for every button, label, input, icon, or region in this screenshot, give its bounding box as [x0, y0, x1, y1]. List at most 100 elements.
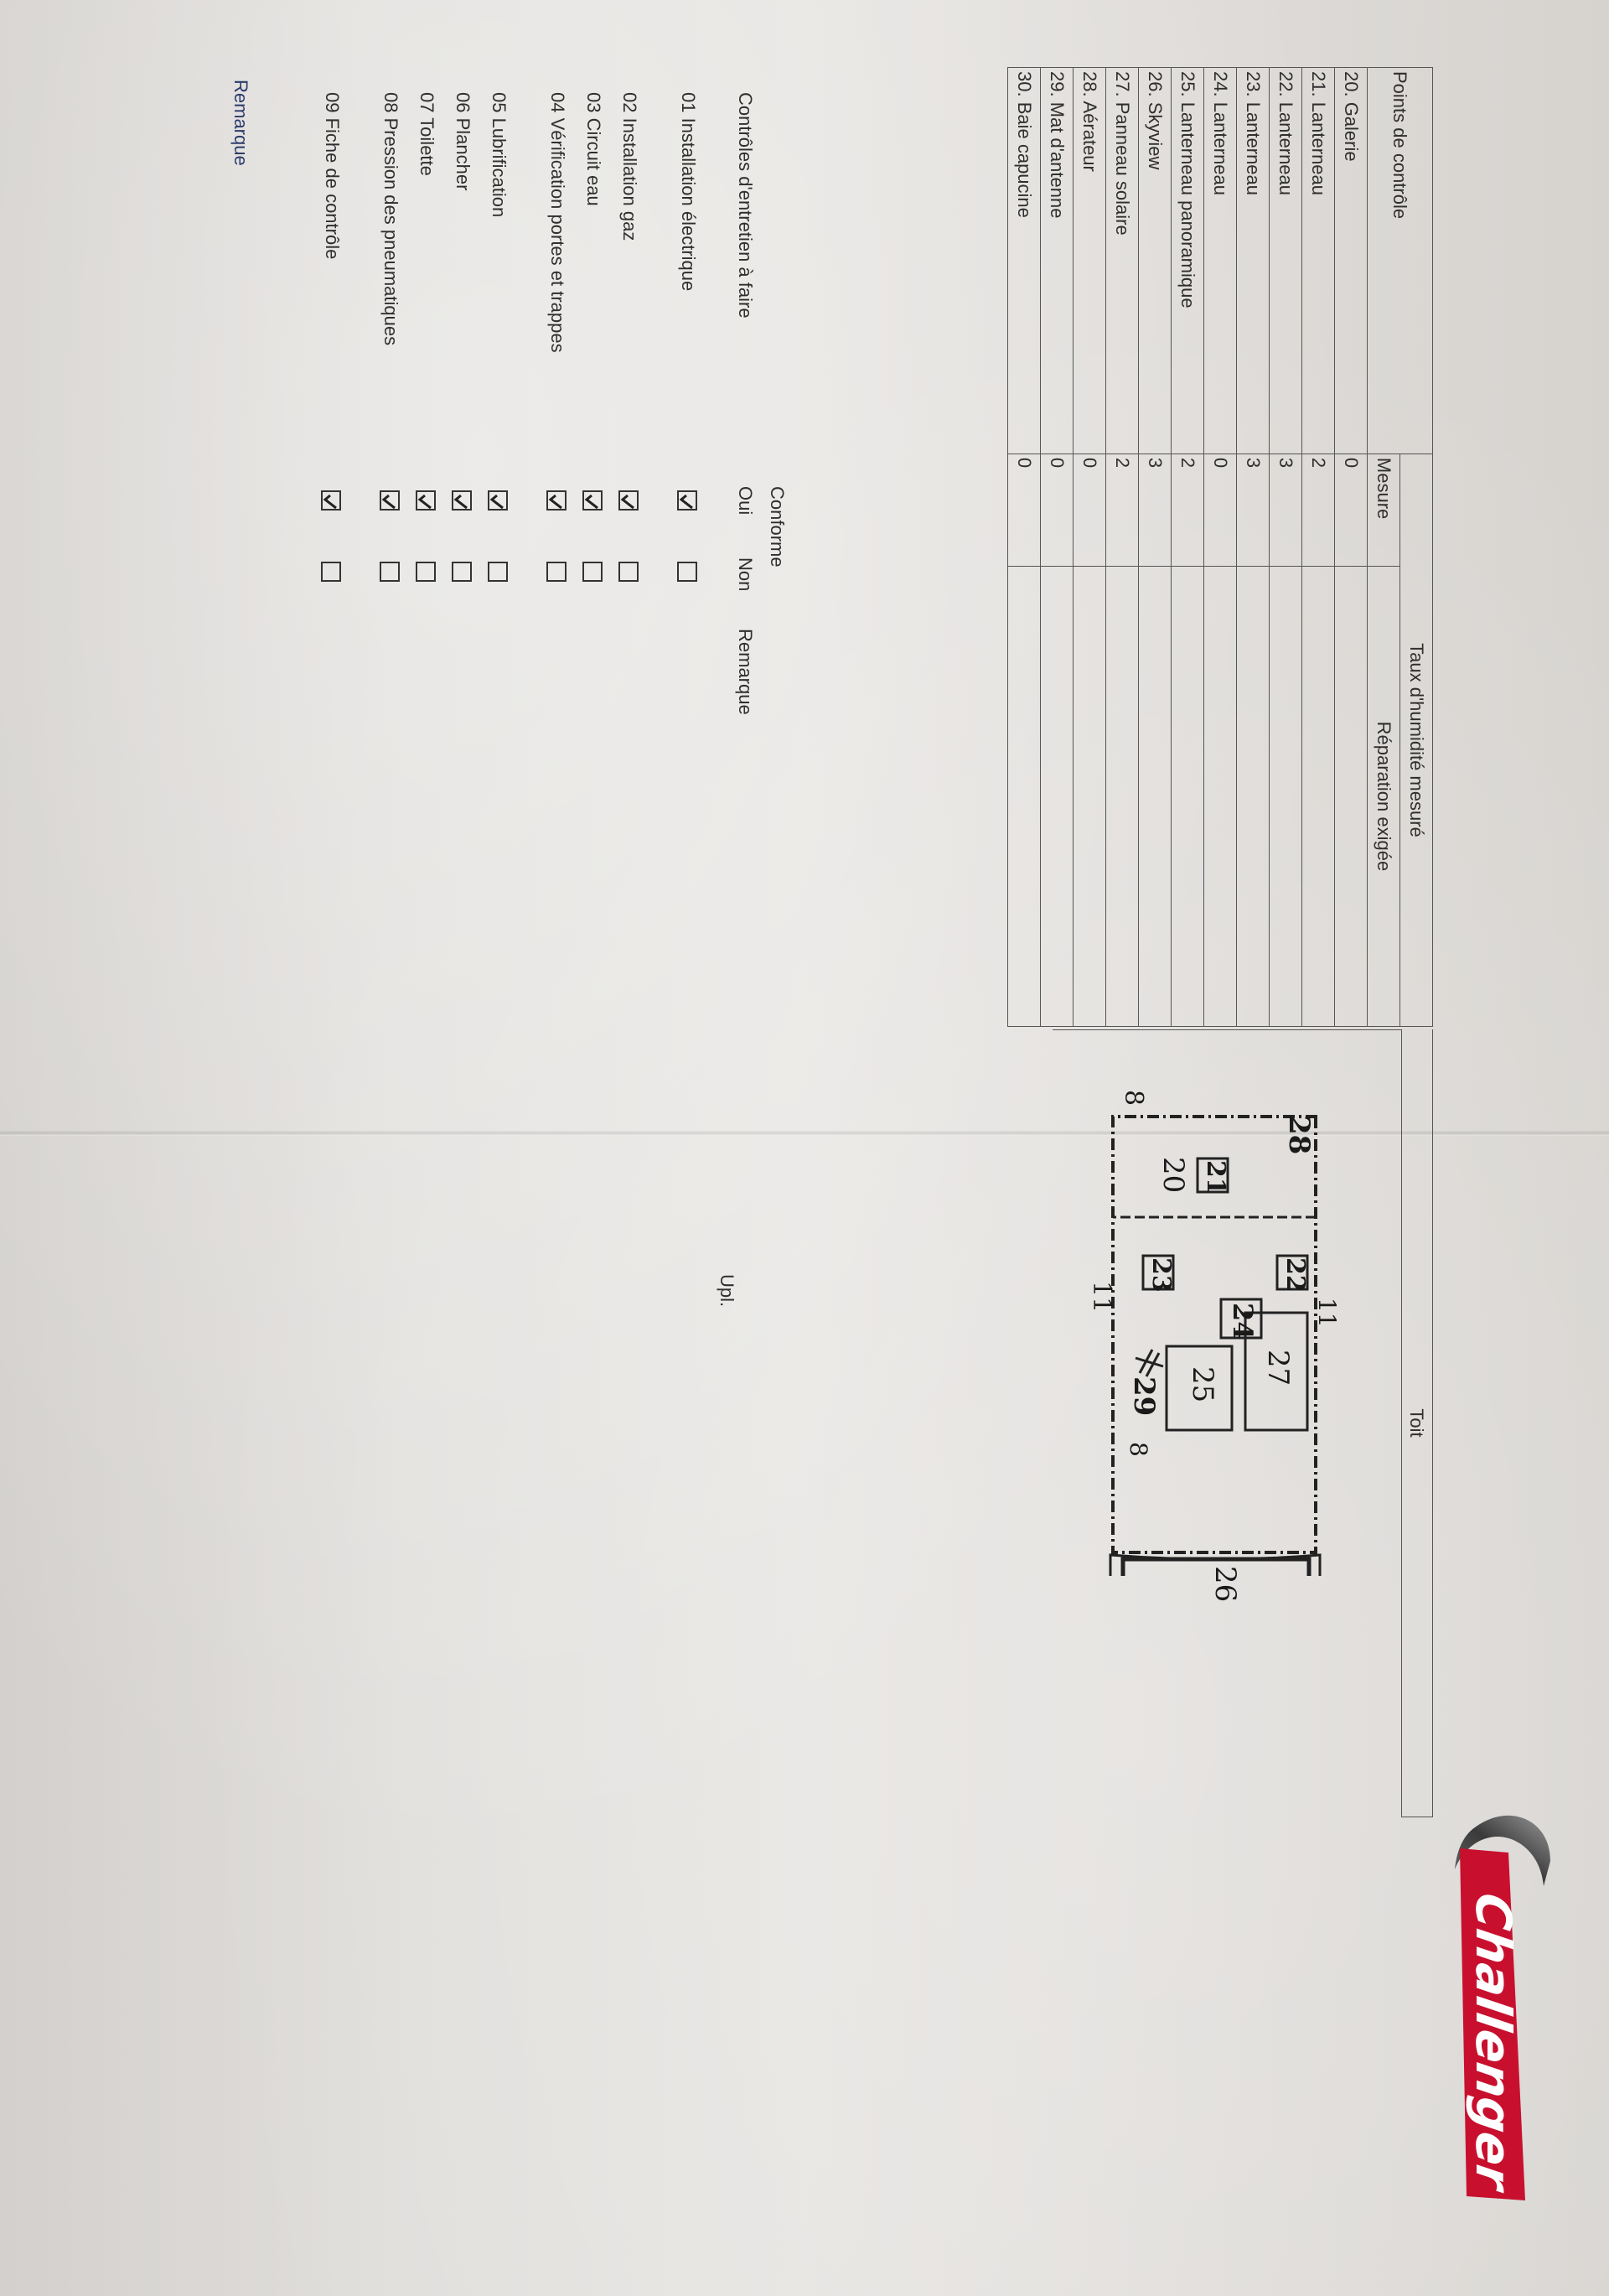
cell-point: 30. Baie capucine	[1007, 67, 1041, 454]
upl-label: Upl.	[717, 1274, 737, 1308]
cell-reparation	[1236, 566, 1270, 1027]
checklist-header: Conforme Contrôles d'entretien à faire O…	[704, 92, 788, 847]
box-25	[1165, 1345, 1234, 1432]
non-checkbox[interactable]	[321, 562, 341, 582]
cell-mesure: 0	[1073, 453, 1106, 567]
label-25: 25	[1186, 1366, 1219, 1403]
non-checkbox[interactable]	[380, 562, 400, 582]
oui-checkbox[interactable]	[546, 490, 567, 511]
checklist-item: 06 Plancher	[442, 92, 479, 847]
checklist-item-label: 02 Installation gaz	[619, 92, 640, 241]
checklist-item: 09 Fiche de contrôle	[312, 92, 348, 847]
checklist-title: Contrôles d'entretien à faire	[735, 92, 756, 319]
cell-point: 20. Galerie	[1334, 67, 1368, 454]
cell-reparation	[1171, 566, 1204, 1027]
oui-checkbox[interactable]	[321, 490, 341, 511]
checklist-item-label: 03 Circuit eau	[583, 92, 604, 206]
cell-mesure: 2	[1105, 453, 1139, 567]
cell-mesure: 3	[1138, 453, 1172, 567]
checklist-item: 07 Toilette	[406, 92, 442, 847]
checklist-item: 03 Circuit eau	[573, 92, 609, 847]
remarque-label: Remarque	[230, 80, 251, 166]
label-21: 21	[1201, 1160, 1230, 1195]
checklist-item: 04 Vérification portes et trappes	[515, 92, 573, 847]
remarque-column-label: Remarque	[735, 629, 756, 715]
roof-diagram: 28 21 20 22 23 24 27 25 29 26 8 8 11 11	[1087, 1090, 1341, 1636]
oui-checkbox[interactable]	[618, 490, 639, 511]
cell-point: 22. Lanterneau	[1269, 67, 1302, 454]
cell-reparation	[1040, 566, 1074, 1027]
cell-point: 25. Lanterneau panoramique	[1171, 67, 1204, 454]
toit-divider	[1053, 1029, 1401, 1030]
label-29: 29	[1127, 1376, 1161, 1417]
cell-reparation	[1301, 566, 1335, 1027]
non-checkbox[interactable]	[618, 562, 639, 582]
checklist-item: 05 Lubrification	[479, 92, 515, 847]
checklist-item-label: 01 Installation électrique	[678, 92, 699, 292]
checklist-item-label: 06 Plancher	[453, 92, 473, 191]
cell-reparation	[1334, 566, 1368, 1027]
cell-mesure: 0	[1334, 453, 1368, 567]
non-checkbox[interactable]	[488, 562, 508, 582]
checklist-item-label: 04 Vérification portes et trappes	[547, 92, 568, 353]
oui-checkbox[interactable]	[677, 490, 697, 511]
table-header-row-top: Points de contrôle Taux d'humidité mesur…	[1367, 67, 1433, 1027]
cell-reparation	[1105, 566, 1139, 1027]
cell-point: 29. Mat d'antenne	[1040, 67, 1074, 454]
non-checkbox[interactable]	[582, 562, 603, 582]
oui-label: Oui	[735, 486, 756, 516]
checklist-item-label: 09 Fiche de contrôle	[322, 92, 343, 260]
label-24: 24	[1227, 1303, 1259, 1340]
box-21	[1196, 1157, 1229, 1194]
cell-mesure: 2	[1301, 453, 1335, 567]
non-checkbox[interactable]	[546, 562, 567, 582]
maintenance-checklist: Conforme Contrôles d'entretien à faire O…	[312, 92, 788, 847]
cell-mesure: 0	[1040, 453, 1074, 567]
non-checkbox[interactable]	[416, 562, 436, 582]
label-28: 28	[1282, 1115, 1316, 1155]
cell-reparation	[1203, 566, 1237, 1027]
cell-mesure: 3	[1236, 453, 1270, 567]
cell-point: 27. Panneau solaire	[1105, 67, 1139, 454]
oui-checkbox[interactable]	[488, 490, 508, 511]
humidity-table: Points de contrôle Taux d'humidité mesur…	[1007, 67, 1433, 1027]
non-checkbox[interactable]	[452, 562, 472, 582]
oui-checkbox[interactable]	[416, 490, 436, 511]
label-27: 27	[1261, 1350, 1295, 1386]
label-20: 20	[1156, 1157, 1190, 1194]
toit-label: Toit	[1406, 1408, 1427, 1438]
label-11-bottom: 11	[1087, 1281, 1116, 1314]
label-22: 22	[1280, 1257, 1310, 1293]
checklist-item: 08 Pression des pneumatiques	[348, 92, 406, 847]
cell-mesure: 2	[1171, 453, 1204, 567]
header-taux-humidite: Taux d'humidité mesuré	[1399, 453, 1433, 1027]
checklist-item: 02 Installation gaz	[609, 92, 645, 847]
box-24	[1219, 1298, 1263, 1340]
non-checkbox[interactable]	[677, 562, 697, 582]
header-points: Points de contrôle	[1367, 67, 1433, 454]
oui-checkbox[interactable]	[582, 490, 603, 511]
box-22	[1275, 1254, 1309, 1291]
cell-reparation	[1007, 566, 1041, 1027]
non-label: Non	[735, 557, 756, 592]
cell-mesure: 3	[1269, 453, 1302, 567]
checklist-item-label: 07 Toilette	[416, 92, 437, 176]
logo-text: Challenger	[1465, 1889, 1522, 2195]
checklist-item: 01 Installation électrique	[645, 92, 704, 847]
label-26: 26	[1208, 1566, 1242, 1603]
cell-mesure: 0	[1007, 453, 1041, 567]
cell-reparation	[1138, 566, 1172, 1027]
oui-checkbox[interactable]	[380, 490, 400, 511]
paper-fold	[0, 1131, 1609, 1136]
conforme-label: Conforme	[767, 486, 788, 568]
oui-checkbox[interactable]	[452, 490, 472, 511]
